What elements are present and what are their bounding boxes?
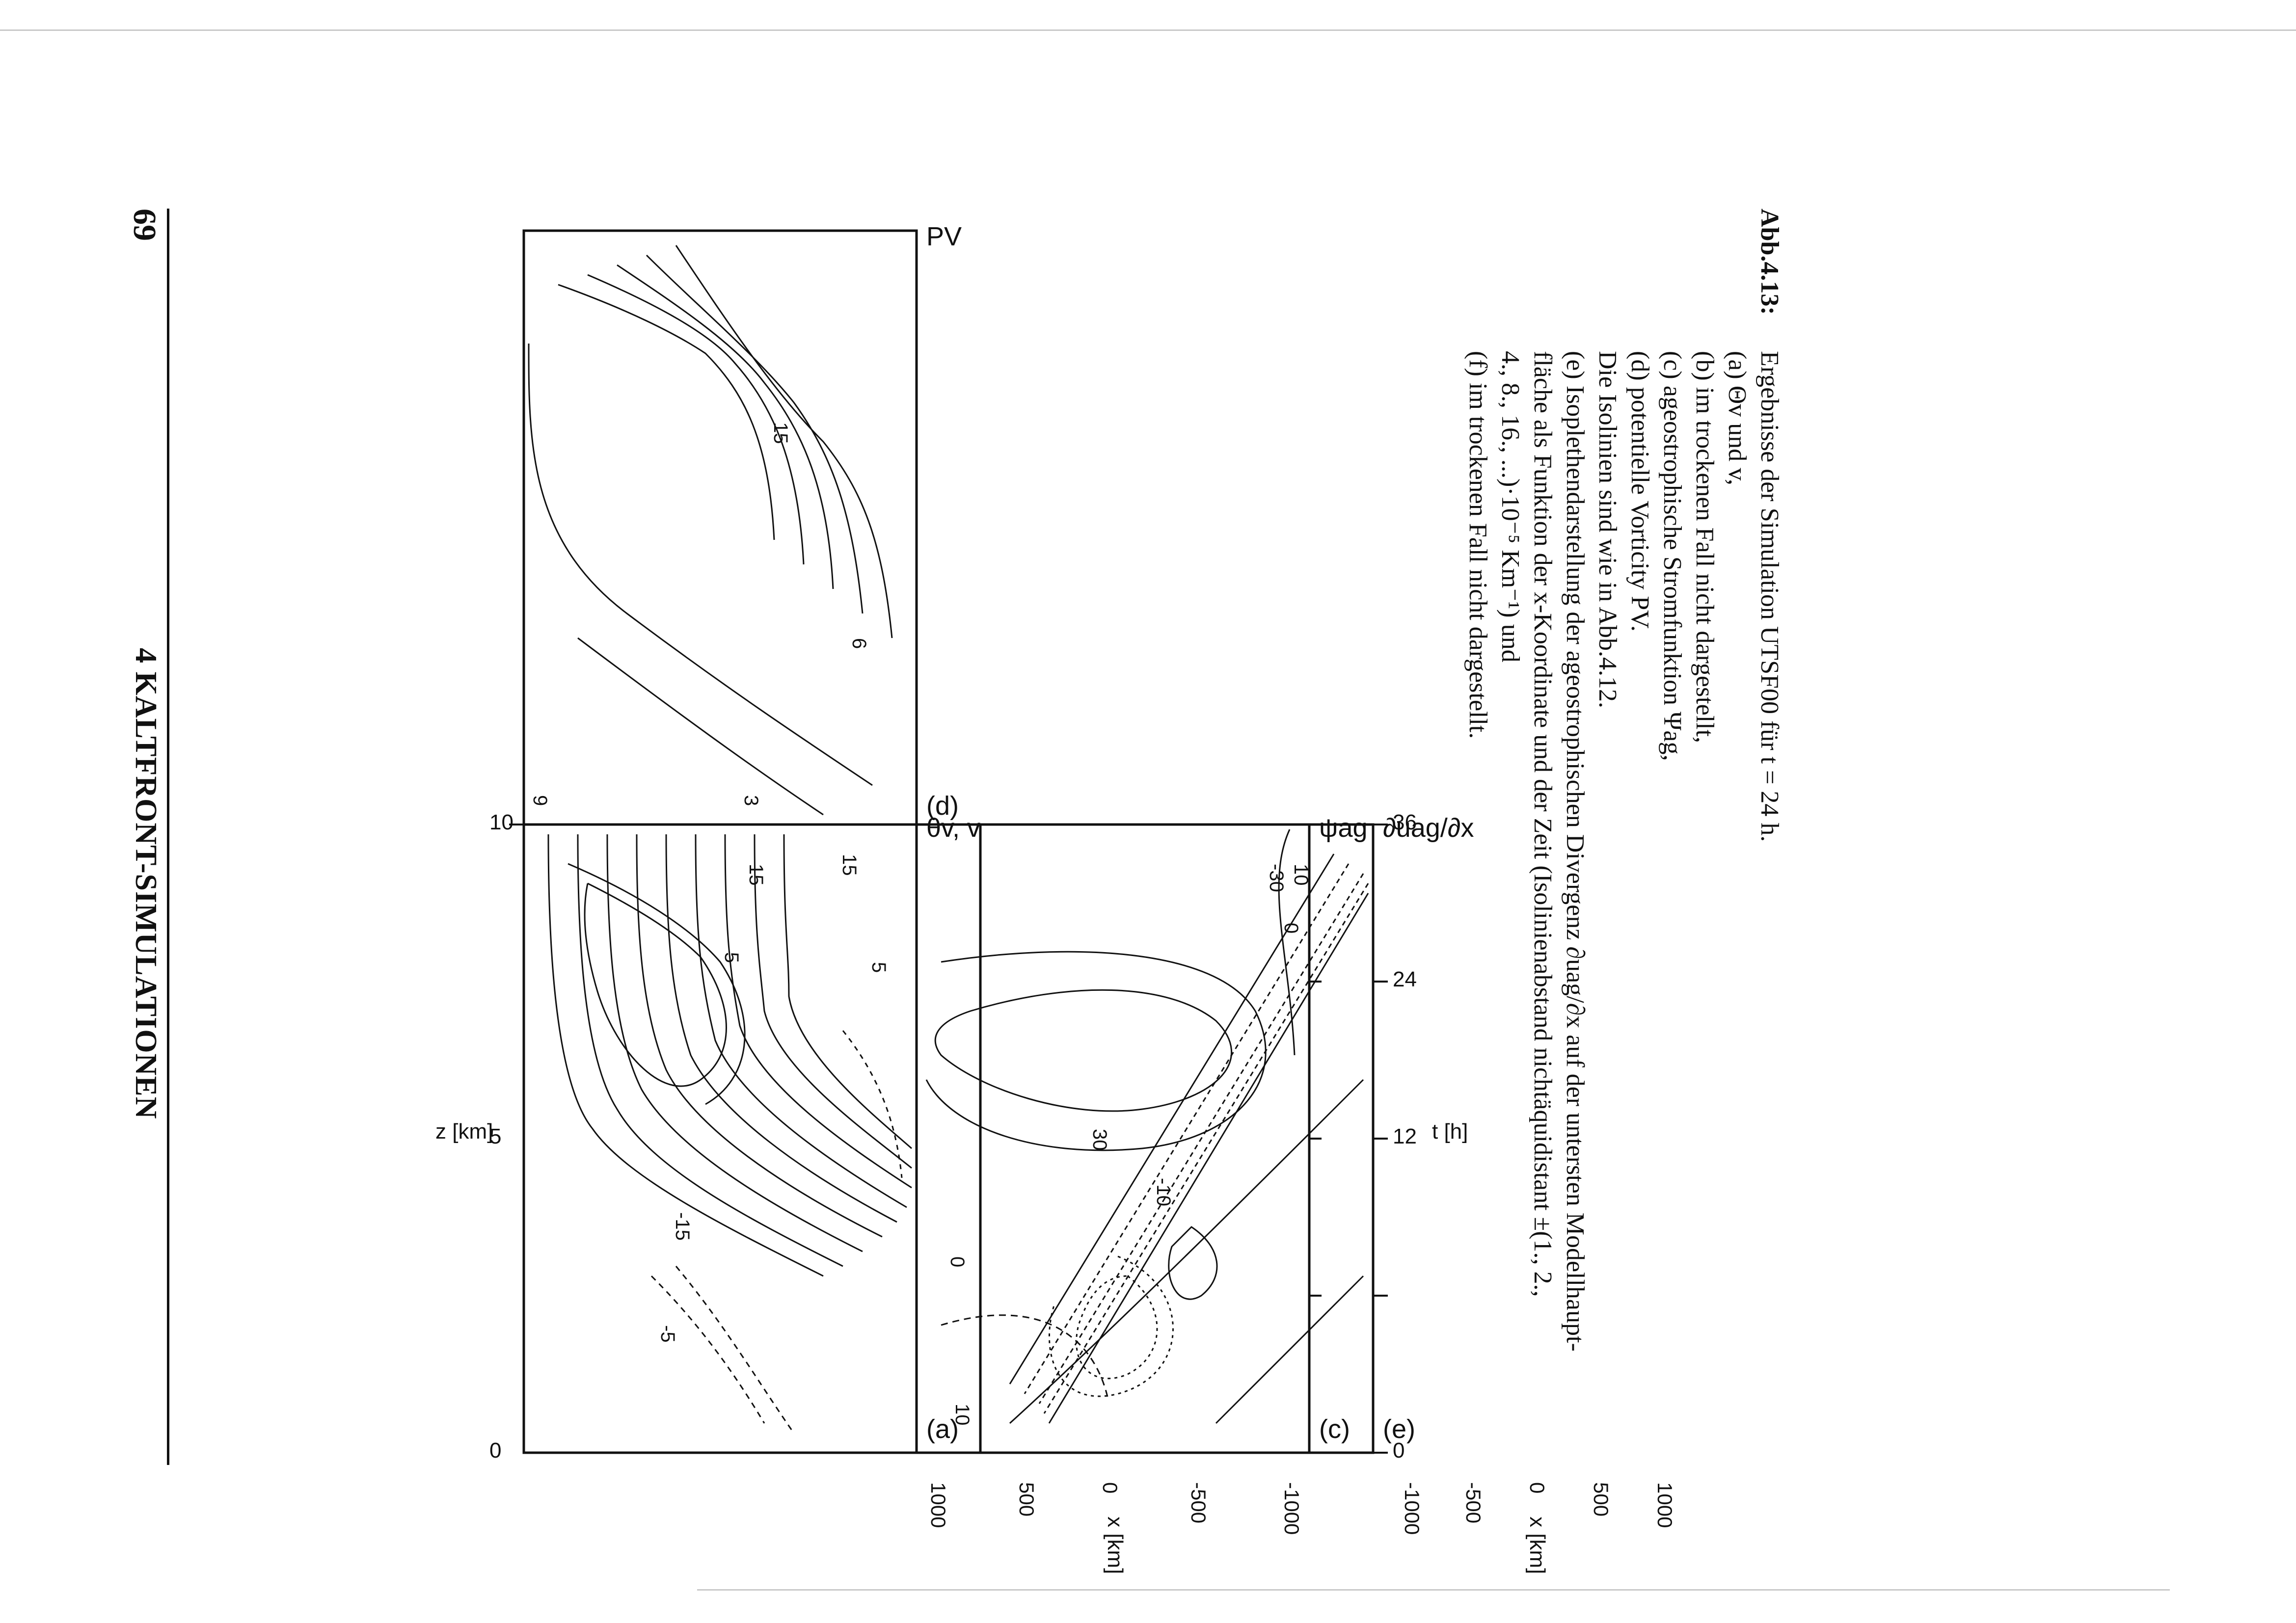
caption-line-10: (f) im trockenen Fall nicht dargestellt. [1464, 351, 1492, 739]
panel-frame-a [522, 823, 918, 1454]
panel-e-var: ∂uag/∂x [1383, 813, 1474, 843]
x-tick-upper-m500: -500 [1187, 1482, 1210, 1523]
t-tick-24: 24 [1393, 967, 1417, 991]
x-tick-upper-500: 500 [1015, 1482, 1038, 1517]
panel-d-tag: (d) [926, 791, 959, 821]
caption-line-9: 4., 8., 16., ...)·10⁻⁵ Km⁻¹) und [1496, 351, 1524, 663]
caption-line-7: (e) Isoplethendarstellung der ageostroph… [1561, 351, 1589, 1352]
caption-line-8: fläche als Funktion der x-Koordinate und… [1529, 351, 1557, 1297]
scan-edge-bottom [697, 1589, 2170, 1591]
x-tick-upper-1000: 1000 [927, 1482, 950, 1528]
t-tick-36: 36 [1393, 810, 1417, 834]
z-tick-0: 0 [489, 1438, 501, 1463]
panel-a-tag: (a) [926, 1414, 959, 1444]
contours-a [547, 834, 912, 1434]
caption-body: Ergebnisse der Simulation UTSF00 für t =… [1461, 351, 1785, 1623]
t-axis-label: t [h] [1432, 1119, 1468, 1144]
contour-label-d-4: 6 [848, 638, 870, 649]
contours-e [1009, 853, 1369, 1424]
x-axis-label-lower: x [km] [1525, 1517, 1549, 1574]
x-tick-lower-500: 500 [1590, 1482, 1613, 1517]
z-tick-10: 10 [489, 810, 513, 834]
panel-a-var: θv, v [926, 813, 980, 843]
contour-label-a-6: 15 [838, 854, 860, 876]
contour-label-c-4: 0 [946, 1256, 968, 1267]
x-tick-upper-m1000: -1000 [1280, 1482, 1303, 1535]
x-tick-lower-0: 0 [1526, 1482, 1549, 1493]
x-axis-label-upper: x [km] [1103, 1517, 1127, 1574]
panel-frame-c [915, 823, 1311, 1454]
contour-label-d-3: 3 [740, 795, 762, 806]
contour-label-c-1: 30 [1089, 1129, 1110, 1151]
contours-c [925, 829, 1296, 1399]
z-tick-5: 5 [489, 1124, 501, 1148]
contour-label-a-1: 15 [745, 864, 767, 886]
contour-label-d-2: 9 [529, 795, 551, 806]
contour-label-a-2: 5 [721, 952, 742, 963]
figure-caption: Abb.4.13: Ergebnisse der Simulation UTSF… [1461, 209, 1785, 1623]
caption-line-3: (b) im trockenen Fall nicht dargestellt, [1691, 351, 1719, 744]
x-tick-upper-0: 0 [1099, 1482, 1122, 1493]
x-tick-lower-1000: 1000 [1653, 1482, 1676, 1528]
caption-line-1: Ergebnisse der Simulation UTSF00 für t =… [1756, 351, 1783, 842]
scan-edge-top [0, 29, 2296, 31]
contour-label-d-1: 15 [770, 422, 791, 444]
panel-frame-d [522, 229, 918, 826]
contour-label-c-6: 0 [1280, 923, 1302, 933]
contour-label-c-2: -30 [1266, 864, 1287, 892]
contour-label-a-3: -15 [672, 1212, 693, 1241]
panel-e-tag: (e) [1383, 1414, 1415, 1444]
panel-c-tag: (c) [1319, 1414, 1350, 1444]
panel-d-var: PV [926, 222, 962, 251]
caption-line-5: (d) potentielle Vorticity PV. [1626, 351, 1654, 632]
t-tick-0: 0 [1393, 1438, 1405, 1463]
z-axis-label: z [km] [435, 1119, 493, 1144]
contour-label-c-5: -10 [1153, 1178, 1174, 1206]
x-tick-lower-m1000: -1000 [1401, 1482, 1424, 1535]
caption-block: Abb.4.13: Ergebnisse der Simulation UTSF… [1461, 209, 1785, 1623]
caption-line-6: Die Isolinien sind wie in Abb.4.12. [1594, 351, 1621, 708]
panel-c-var: ψag [1319, 813, 1368, 843]
caption-line-2: (a) Θv und v, [1723, 351, 1751, 485]
tick-marks [509, 824, 1388, 1454]
t-tick-12: 12 [1393, 1124, 1417, 1148]
contour-label-c-7: 10 [1290, 864, 1312, 886]
contours-d [528, 245, 893, 816]
caption-line-4: (c) ageostrophische Stromfunktion Ψag, [1658, 351, 1686, 761]
contour-label-c-3: 10 [951, 1404, 973, 1426]
caption-label: Abb.4.13: [1756, 209, 1783, 315]
contour-label-a-5: 5 [868, 962, 890, 973]
x-tick-lower-m500: -500 [1462, 1482, 1485, 1523]
contour-label-a-4: -5 [657, 1325, 678, 1343]
